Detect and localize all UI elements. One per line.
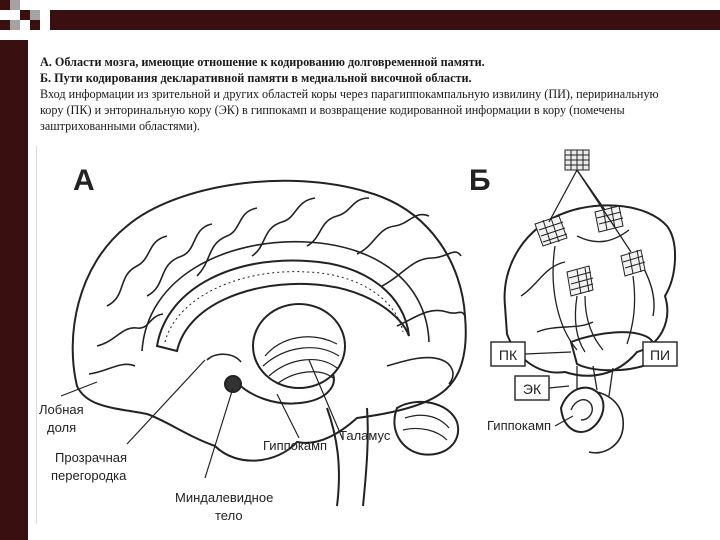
label-hippocampus-a: Гиппокамп: [263, 438, 327, 453]
label-frontal-lobe-1: Лобная: [39, 402, 84, 417]
corner-square-4: [30, 10, 40, 20]
panel-a-letter: А: [73, 164, 95, 197]
corner-square-7: [30, 20, 40, 30]
pathway-lines: [548, 169, 636, 397]
top-decor-bar: [50, 10, 720, 30]
corner-square-6: [10, 20, 20, 30]
label-pi-box: ПИ: [642, 341, 678, 367]
label-ek: ЭК: [523, 381, 542, 397]
label-pk-box: ПК: [490, 341, 572, 367]
figure-caption: А. Области мозга, имеющие отношение к ко…: [40, 54, 680, 134]
label-septum-2: перегородка: [51, 468, 127, 483]
brain-figure: А: [36, 146, 679, 524]
label-amygdala-2: тело: [215, 508, 243, 523]
label-pk: ПК: [499, 347, 518, 363]
label-thalamus: Таламус: [339, 428, 391, 443]
panel-b-letter: Б: [469, 164, 491, 197]
label-amygdala-1: Миндалевидное: [175, 490, 273, 505]
leader-hippocampus-b: [554, 415, 574, 427]
label-pi: ПИ: [650, 347, 670, 363]
caption-line-c: Вход информации из зрительной и других о…: [40, 87, 659, 133]
left-decor-bar: [0, 40, 28, 540]
brain-lateral-view: [503, 204, 677, 454]
label-septum-1: Прозрачная: [55, 450, 127, 465]
label-hippocampus-b: Гиппокамп: [487, 418, 551, 433]
label-frontal-lobe-2: доля: [47, 420, 76, 435]
corner-square-1: [0, 0, 10, 10]
bottom-strip: [28, 525, 720, 540]
caption-line-b: Б. Пути кодирования декларативной памяти…: [40, 71, 472, 85]
corner-square-3: [20, 10, 30, 20]
hatched-cortex-areas: [534, 149, 646, 297]
caption-line-a: А. Области мозга, имеющие отношение к ко…: [40, 55, 485, 69]
label-ek-box: ЭК: [514, 375, 570, 401]
brain-illustration: А: [39, 149, 678, 523]
panel-a-leaders: [60, 359, 344, 479]
corner-square-2: [10, 0, 20, 10]
brain-medial-section: [71, 179, 467, 507]
corner-square-5: [0, 20, 10, 30]
